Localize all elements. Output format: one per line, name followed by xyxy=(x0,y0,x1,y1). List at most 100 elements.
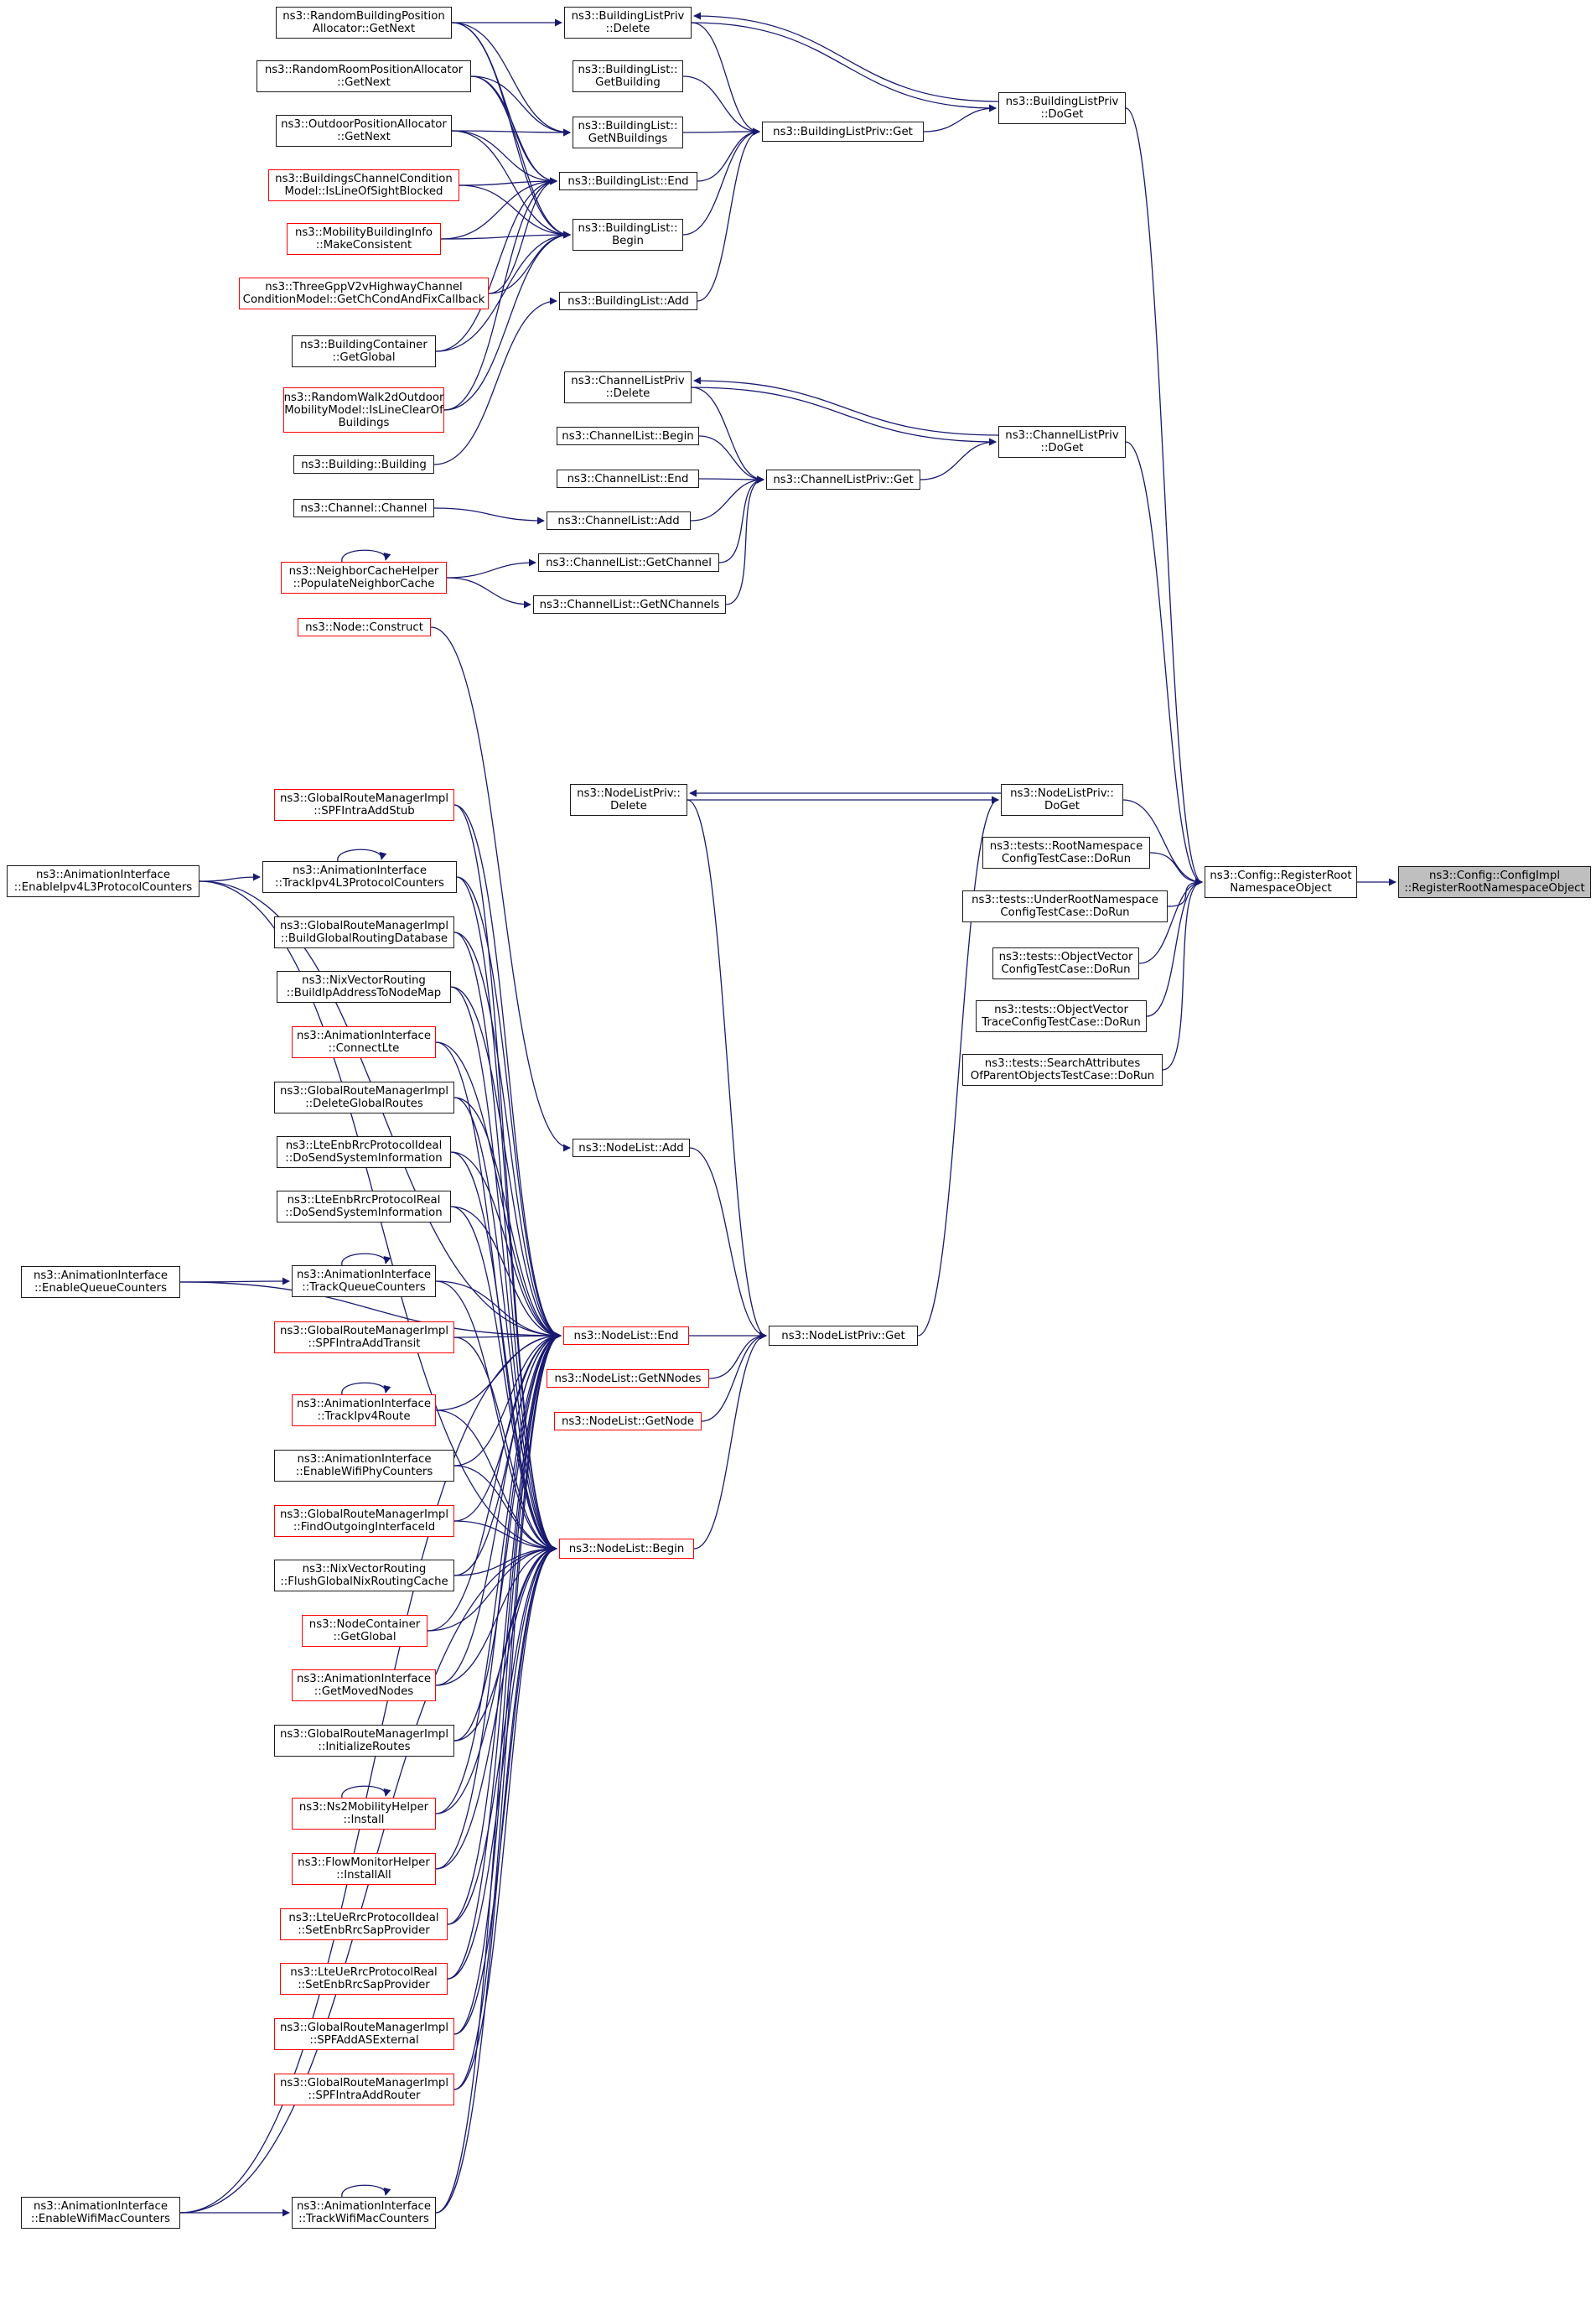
node-mbi[interactable]: ns3::MobilityBuildingInfo::MakeConsisten… xyxy=(287,223,441,255)
node-clp-del[interactable]: ns3::ChannelListPriv::Delete xyxy=(564,371,692,403)
node-ai-eipv4[interactable]: ns3::AnimationInterface::EnableIpv4L3Pro… xyxy=(7,865,200,897)
node-label-line: ns3::RandomWalk2dOutdoor xyxy=(283,391,444,404)
node-label-line: ::SPFAddASExternal xyxy=(309,2034,419,2047)
node-label-line: ns3::RandomRoomPositionAllocator xyxy=(264,64,464,76)
node-nl-begin[interactable]: ns3::NodeList::Begin xyxy=(559,1539,694,1559)
node-ai-ewmc[interactable]: ns3::AnimationInterface::EnableWifiMacCo… xyxy=(21,2197,180,2229)
node-nvr-build[interactable]: ns3::NixVectorRouting::BuildIpAddressToN… xyxy=(277,971,451,1003)
node-ns2[interactable]: ns3::Ns2MobilityHelper::Install xyxy=(292,1798,436,1830)
node-rrpa[interactable]: ns3::RandomRoomPositionAllocator::GetNex… xyxy=(256,60,471,92)
node-grmi-init[interactable]: ns3::GlobalRouteManagerImpl::InitializeR… xyxy=(274,1725,454,1757)
call-edge xyxy=(1125,107,1203,886)
node-label-line: ::EnableWifiPhyCounters xyxy=(295,1466,433,1478)
call-edge xyxy=(453,1337,557,1553)
call-edge xyxy=(435,1041,562,1340)
node-label-line: GetNBuildings xyxy=(588,132,668,145)
node-grmi-transit[interactable]: ns3::GlobalRouteManagerImpl::SPFIntraAdd… xyxy=(274,1321,454,1353)
node-nlp-doget[interactable]: ns3::NodeListPriv::DoGet xyxy=(1001,784,1123,816)
call-edge xyxy=(450,986,557,1553)
call-edge xyxy=(1122,799,1203,886)
node-nl-gn[interactable]: ns3::NodeList::GetNode xyxy=(554,1412,702,1430)
node-ai-tqc[interactable]: ns3::AnimationInterface::TrackQueueCount… xyxy=(292,1265,436,1297)
call-edge xyxy=(450,1206,562,1340)
node-blp-del[interactable]: ns3::BuildingListPriv::Delete xyxy=(564,7,692,39)
node-grmi-router[interactable]: ns3::GlobalRouteManagerImpl::SPFIntraAdd… xyxy=(274,2074,454,2105)
node-nl-end[interactable]: ns3::NodeList::End xyxy=(563,1326,689,1345)
node-label-line: ::SPFIntraAddStub xyxy=(314,805,415,818)
node-opa[interactable]: ns3::OutdoorPositionAllocator::GetNext xyxy=(276,115,452,147)
call-edge xyxy=(427,1331,562,1632)
node-cl-gc[interactable]: ns3::ChannelList::GetChannel xyxy=(538,553,719,572)
node-cl-end[interactable]: ns3::ChannelList::End xyxy=(557,470,699,488)
node-ai-twmc[interactable]: ns3::AnimationInterface::TrackWifiMacCou… xyxy=(292,2197,436,2229)
node-nlp-del[interactable]: ns3::NodeListPriv::Delete xyxy=(570,784,687,816)
node-grmi-asext[interactable]: ns3::GlobalRouteManagerImpl::SPFAddASExt… xyxy=(274,2018,454,2050)
node-label-line: ns3::Config::ConfigImpl xyxy=(1428,869,1561,882)
node-lte-real[interactable]: ns3::LteEnbRrcProtocolReal::DoSendSystem… xyxy=(277,1191,451,1222)
node-label-line: OfParentObjectsTestCase::DoRun xyxy=(970,1070,1155,1082)
call-edge xyxy=(1162,878,1203,1071)
node-grmi-delete[interactable]: ns3::GlobalRouteManagerImpl::DeleteGloba… xyxy=(274,1082,454,1113)
node-lteue-real[interactable]: ns3::LteUeRrcProtocolReal::SetEnbRrcSapP… xyxy=(280,1963,448,1995)
call-edge xyxy=(687,799,767,1340)
node-ai-tipv4[interactable]: ns3::AnimationInterface::TrackIpv4L3Prot… xyxy=(262,861,457,893)
node-label-line: ns3::BuildingsChannelCondition xyxy=(275,173,453,185)
node-nl-add[interactable]: ns3::NodeList::Add xyxy=(573,1139,690,1157)
node-ai-ewifi[interactable]: ns3::AnimationInterface::EnableWifiPhyCo… xyxy=(274,1450,454,1482)
node-grmi-stub[interactable]: ns3::GlobalRouteManagerImpl::SPFIntraAdd… xyxy=(274,789,454,821)
node-nch[interactable]: ns3::NeighborCacheHelper::PopulateNeighb… xyxy=(281,562,447,594)
node-bl-end[interactable]: ns3::BuildingList::End xyxy=(559,172,697,190)
node-ai-gmn[interactable]: ns3::AnimationInterface::GetMovedNodes xyxy=(292,1669,436,1701)
node-ai-clte[interactable]: ns3::AnimationInterface::ConnectLte xyxy=(292,1026,436,1058)
node-label-line: ns3::NodeList::End xyxy=(573,1329,679,1342)
node-grmi-build[interactable]: ns3::GlobalRouteManagerImpl::BuildGlobal… xyxy=(274,916,454,948)
node-lte-ideal[interactable]: ns3::LteEnbRrcProtocolIdeal::DoSendSyste… xyxy=(277,1136,451,1168)
node-label-line: ns3::GlobalRouteManagerImpl xyxy=(279,1325,449,1337)
node-bc-gg[interactable]: ns3::BuildingContainer::GetGlobal xyxy=(292,335,436,367)
call-edge xyxy=(456,876,562,1340)
node-bl-gnb[interactable]: ns3::BuildingList::GetNBuildings xyxy=(573,117,683,148)
node-nvr-flush[interactable]: ns3::NixVectorRouting::FlushGlobalNixRou… xyxy=(274,1560,454,1591)
node-cl-begin[interactable]: ns3::ChannelList::Begin xyxy=(557,427,699,445)
node-ai-tipv4r[interactable]: ns3::AnimationInterface::TrackIpv4Route xyxy=(292,1394,436,1426)
node-b-b[interactable]: ns3::Building::Building xyxy=(293,455,434,474)
node-label-line: Allocator::GetNext xyxy=(312,23,416,35)
recursive-call-edge xyxy=(341,1785,391,1799)
node-clp-get[interactable]: ns3::ChannelListPriv::Get xyxy=(766,470,920,490)
node-grmi-foi[interactable]: ns3::GlobalRouteManagerImpl::FindOutgoin… xyxy=(274,1505,454,1537)
node-clp-doget[interactable]: ns3::ChannelListPriv::DoGet xyxy=(998,426,1126,458)
call-edge xyxy=(435,1544,557,1814)
node-bl-gb[interactable]: ns3::BuildingList::GetBuilding xyxy=(573,60,683,92)
call-edge xyxy=(433,297,557,465)
node-nlp-get[interactable]: ns3::NodeListPriv::Get xyxy=(769,1326,918,1346)
node-nc-gg[interactable]: ns3::NodeContainer::GetGlobal xyxy=(302,1615,428,1647)
node-blp-doget[interactable]: ns3::BuildingListPriv::DoGet xyxy=(998,92,1126,124)
call-edge xyxy=(447,1544,557,1980)
node-c-c[interactable]: ns3::Channel::Channel xyxy=(293,499,434,517)
call-edge xyxy=(443,231,571,411)
node-cl-add[interactable]: ns3::ChannelList::Add xyxy=(547,511,691,530)
node-cl-gnc[interactable]: ns3::ChannelList::GetNChannels xyxy=(533,595,726,614)
node-nl-gnn[interactable]: ns3::NodeList::GetNNodes xyxy=(547,1369,709,1388)
node-blp-get[interactable]: ns3::BuildingListPriv::Get xyxy=(762,122,924,142)
node-label-line: ns3::ChannelList::Add xyxy=(557,514,680,527)
node-lteue-ideal[interactable]: ns3::LteUeRrcProtocolIdeal::SetEnbRrcSap… xyxy=(280,1908,448,1940)
node-bl-add[interactable]: ns3::BuildingList::Add xyxy=(559,292,697,310)
call-edge xyxy=(440,231,571,240)
node-label-line: ::Install xyxy=(343,1814,385,1826)
node-ai-eqc[interactable]: ns3::AnimationInterface::EnableQueueCoun… xyxy=(21,1266,180,1298)
call-edge xyxy=(1167,878,1203,907)
node-n-construct[interactable]: ns3::Node::Construct xyxy=(298,618,431,636)
node-bl-begin[interactable]: ns3::BuildingList::Begin xyxy=(573,219,683,251)
node-fmh[interactable]: ns3::FlowMonitorHelper::InstallAll xyxy=(292,1853,436,1885)
